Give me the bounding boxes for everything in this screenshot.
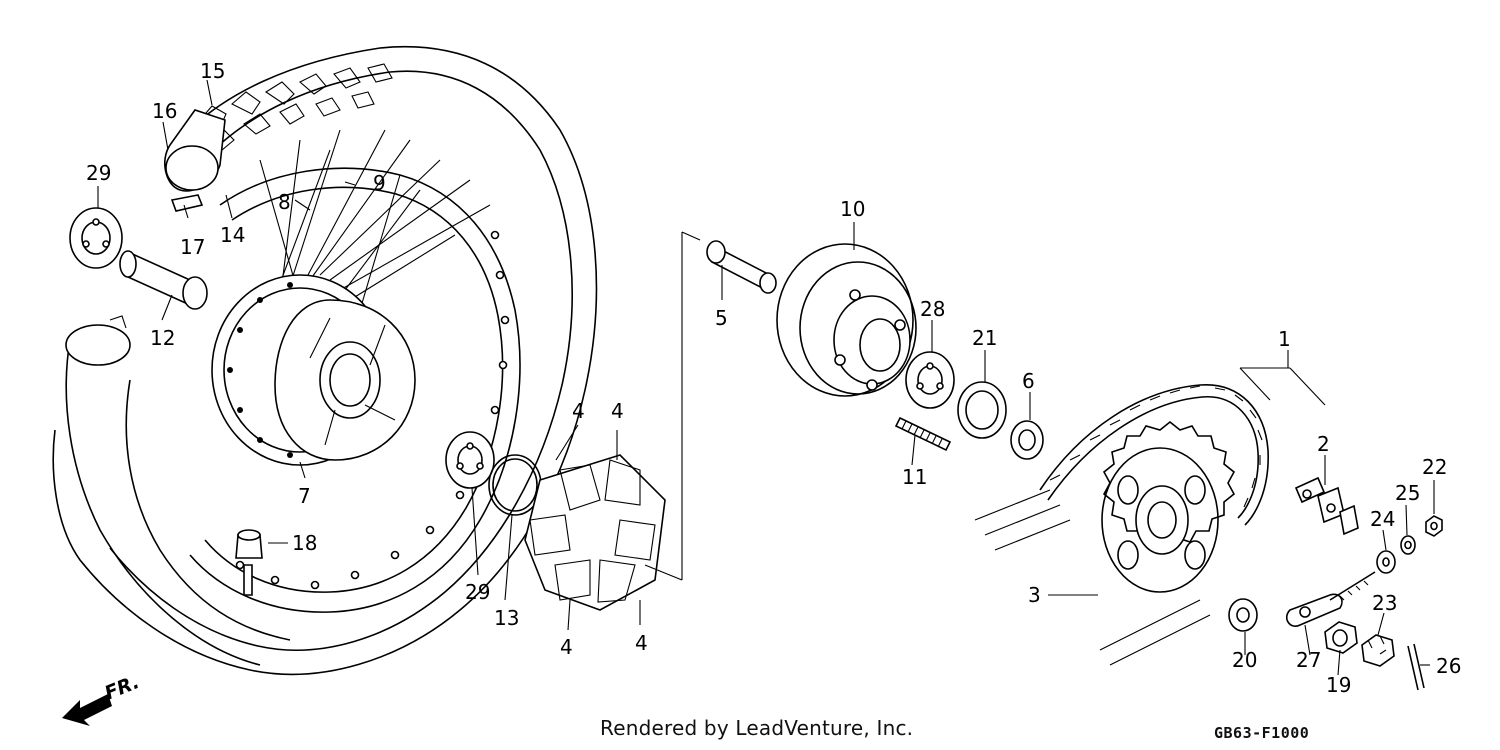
callout-7[interactable]: 7 xyxy=(298,484,311,508)
callout-27[interactable]: 27 xyxy=(1296,648,1321,672)
small-nut[interactable] xyxy=(1425,515,1443,537)
assembly-bracket xyxy=(644,231,701,581)
callout-21[interactable]: 21 xyxy=(972,326,997,350)
cotter-pin[interactable] xyxy=(1407,643,1425,691)
chain-adjuster[interactable] xyxy=(1285,571,1376,627)
callout-28[interactable]: 28 xyxy=(920,297,945,321)
callout-11[interactable]: 11 xyxy=(902,465,927,489)
castle-nut[interactable] xyxy=(1361,634,1395,667)
callout-9[interactable]: 9 xyxy=(373,171,386,195)
side-collar[interactable] xyxy=(1010,420,1044,460)
front-direction-indicator: FR. xyxy=(62,671,142,726)
spokes[interactable] xyxy=(259,129,491,311)
callout-25[interactable]: 25 xyxy=(1395,481,1420,505)
callout-13[interactable]: 13 xyxy=(494,606,519,630)
bearing-upper[interactable] xyxy=(69,207,123,269)
callout-2[interactable]: 2 xyxy=(1317,432,1330,456)
callout-29-upper[interactable]: 29 xyxy=(86,161,111,185)
lock-washer[interactable] xyxy=(1400,535,1416,555)
direction-label: FR. xyxy=(102,671,143,705)
callout-3[interactable]: 3 xyxy=(1028,583,1041,607)
driven-sprocket[interactable] xyxy=(1101,420,1236,593)
inner-tube[interactable] xyxy=(65,315,291,666)
callout-4-a[interactable]: 4 xyxy=(572,399,585,423)
callout-4-b[interactable]: 4 xyxy=(611,399,624,423)
callout-5[interactable]: 5 xyxy=(715,306,728,330)
callout-12[interactable]: 12 xyxy=(150,326,175,350)
driven-flange-collar[interactable] xyxy=(706,240,777,294)
washer[interactable] xyxy=(1376,550,1396,574)
chain-joint[interactable] xyxy=(1294,476,1359,536)
axle-nut[interactable] xyxy=(1228,598,1258,632)
drive-chain[interactable] xyxy=(974,384,1269,666)
callout-20[interactable]: 20 xyxy=(1232,648,1257,672)
valve-cap[interactable] xyxy=(235,529,263,559)
radial-bearing[interactable] xyxy=(905,351,955,409)
render-credit: Rendered by LeadVenture, Inc. xyxy=(600,716,914,740)
callout-4-c[interactable]: 4 xyxy=(560,635,573,659)
chain-bracket xyxy=(1239,367,1326,406)
rear-wheel-hub[interactable] xyxy=(211,274,416,466)
bearing-lower[interactable] xyxy=(445,431,495,489)
callout-16[interactable]: 16 xyxy=(152,99,177,123)
stud-bolt[interactable] xyxy=(894,416,952,452)
tube-valve-stem xyxy=(243,564,253,596)
callout-1[interactable]: 1 xyxy=(1278,327,1291,351)
callout-29-lower[interactable]: 29 xyxy=(465,580,490,604)
callout-19[interactable]: 19 xyxy=(1326,673,1351,697)
driven-flange[interactable] xyxy=(776,243,917,397)
callout-22[interactable]: 22 xyxy=(1422,455,1447,479)
distance-collar[interactable] xyxy=(119,250,208,310)
callout-17[interactable]: 17 xyxy=(180,235,205,259)
callout-numbers: 1 2 3 4 4 4 4 5 6 7 8 9 10 11 12 13 14 1… xyxy=(86,59,1461,697)
callout-4-d[interactable]: 4 xyxy=(635,631,648,655)
callout-15[interactable]: 15 xyxy=(200,59,225,83)
callout-6[interactable]: 6 xyxy=(1022,369,1035,393)
callout-18[interactable]: 18 xyxy=(292,531,317,555)
leader-lines xyxy=(97,79,1435,676)
callout-14[interactable]: 14 xyxy=(220,223,245,247)
hex-nut[interactable] xyxy=(1324,621,1358,654)
wheel-damper-rubbers[interactable] xyxy=(524,454,666,611)
callout-8[interactable]: 8 xyxy=(278,190,291,214)
dust-seal[interactable] xyxy=(957,381,1007,439)
tire[interactable] xyxy=(52,46,598,676)
front-arrow-icon xyxy=(62,694,112,726)
hub-bolt-holes xyxy=(227,282,293,458)
callout-26[interactable]: 26 xyxy=(1436,654,1461,678)
callout-23[interactable]: 23 xyxy=(1372,591,1397,615)
callout-24[interactable]: 24 xyxy=(1370,507,1395,531)
drawing-code: GB63-F1000 xyxy=(1214,724,1310,742)
callout-10[interactable]: 10 xyxy=(840,197,865,221)
